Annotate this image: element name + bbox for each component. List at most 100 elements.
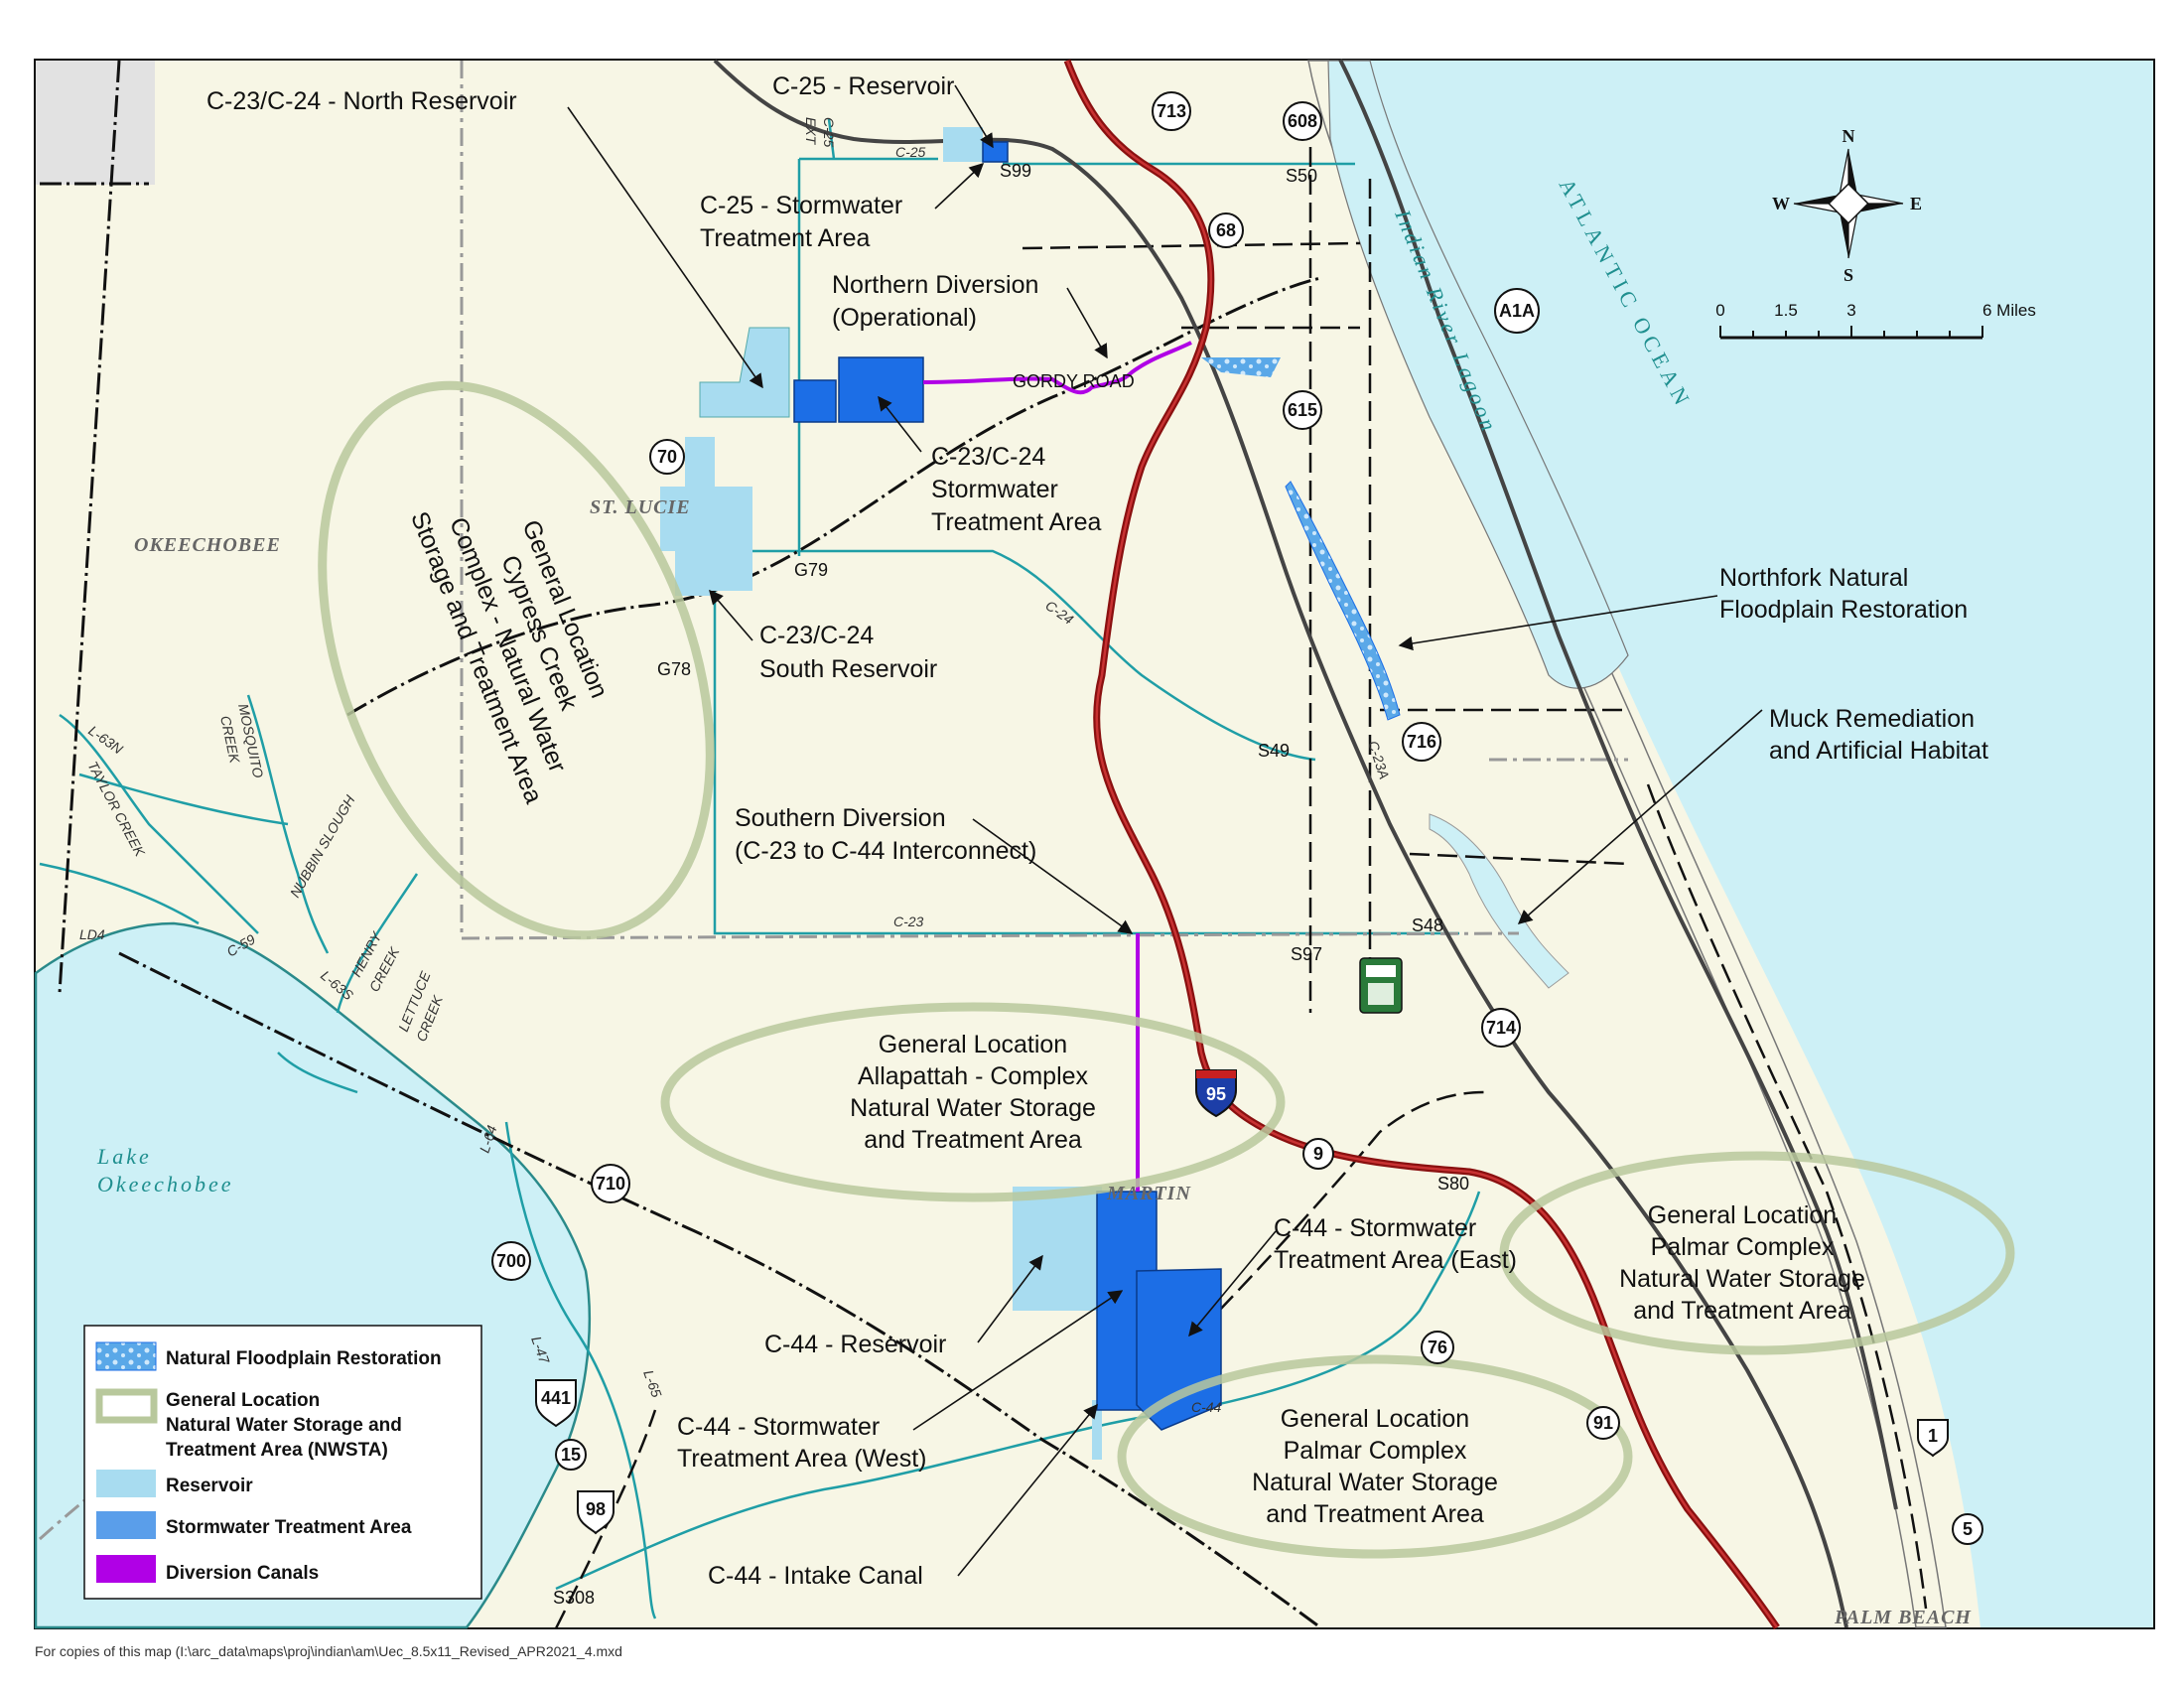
c25-reservoir: [943, 127, 983, 162]
route-716-shield: 716: [1402, 722, 1441, 762]
footer-path-note: For copies of this map (I:\arc_data\maps…: [35, 1643, 622, 1659]
label-c44-sta-west-1: C-44 - Stormwater: [677, 1413, 880, 1441]
legend-label-0: Natural Floodplain Restoration: [166, 1348, 442, 1369]
county-okeechobee: OKEECHOBEE: [134, 534, 281, 556]
route-5-shield: 5: [1952, 1513, 1983, 1545]
legend-label-1: General Location: [166, 1390, 320, 1411]
station-s97: S97: [1291, 944, 1322, 964]
label-northern-div-2: (Operational): [832, 304, 977, 332]
legend-label-3: Treatment Area (NWSTA): [166, 1440, 388, 1461]
scale-bar: 0 1.5 3 6 Miles: [1715, 301, 2036, 340]
label-northern-div-1: Northern Diversion: [832, 271, 1038, 299]
reservoir-swatch: [96, 1470, 156, 1497]
route-441-shield: 441: [535, 1379, 577, 1428]
county-boundaries: [38, 61, 1628, 1541]
label-lake-2: Okeechobee: [97, 1172, 233, 1196]
route-a1a-shield: A1A: [1494, 288, 1540, 334]
nwsta-palmar-east-outline: [1499, 1151, 2015, 1355]
northfork-floodplain-2: [1201, 357, 1281, 377]
svg-text:9: 9: [1313, 1144, 1323, 1164]
label-allapattah-4: and Treatment Area: [864, 1126, 1082, 1154]
label-c44-sta-east-1: C-44 - Stormwater: [1274, 1214, 1476, 1242]
leader-lines: [567, 84, 1763, 1577]
label-c23c24-north: C-23/C-24 - North Reservoir: [206, 87, 517, 115]
svg-text:1: 1: [1928, 1426, 1938, 1446]
label-c25-sta-2: Treatment Area: [700, 224, 870, 252]
svg-text:5: 5: [1963, 1519, 1973, 1539]
label-c25-sta-1: C-25 - Stormwater: [700, 192, 902, 219]
svg-text:608: 608: [1288, 111, 1317, 131]
label-c44-sta-east-2: Treatment Area (East): [1274, 1246, 1517, 1274]
county-palm-beach: PALM BEACH: [1834, 1607, 1972, 1628]
diversion-swatch: [96, 1555, 156, 1583]
county-st-lucie: ST. LUCIE: [590, 496, 691, 518]
svg-text:95: 95: [1206, 1084, 1226, 1104]
canal-c25ext-1: C-25: [821, 117, 837, 148]
label-c23c24-sta-1: C-23/C-24: [931, 443, 1045, 471]
county-martin: MARTIN: [1106, 1183, 1191, 1204]
svg-text:713: 713: [1157, 101, 1186, 121]
c25-sta: [982, 141, 1009, 163]
svg-text:441: 441: [541, 1388, 571, 1408]
route-615-shield: 615: [1283, 390, 1322, 430]
route-15-shield: 15: [555, 1439, 587, 1471]
northern-diversion-canal: [922, 341, 1192, 395]
svg-text:A1A: A1A: [1499, 301, 1535, 321]
route-76-shield: 76: [1421, 1331, 1454, 1364]
c23c24-sta-west: [793, 379, 837, 423]
canal-c25: C-25: [895, 144, 926, 160]
interstate-95: [1063, 59, 1780, 1629]
label-c23c24-south-1: C-23/C-24: [759, 622, 874, 649]
label-palmar-east-2: Palmar Complex: [1651, 1233, 1835, 1261]
scale-tick-1: 1.5: [1774, 301, 1798, 320]
svg-text:710: 710: [596, 1174, 625, 1194]
svg-text:98: 98: [586, 1499, 606, 1519]
route-1-shield: 1: [1917, 1419, 1949, 1458]
label-palmar-west-3: Natural Water Storage: [1252, 1469, 1498, 1496]
svg-text:91: 91: [1593, 1413, 1613, 1433]
north-arrow-icon: N S E W: [1772, 126, 1922, 285]
label-allapattah-3: Natural Water Storage: [850, 1094, 1096, 1122]
compass-s: S: [1843, 265, 1853, 285]
label-muck-1: Muck Remediation: [1769, 705, 1975, 733]
c44-reservoir: [1013, 1187, 1102, 1311]
st-lucie-estuary: [1429, 813, 1570, 989]
stations: S99 S50 G79 G78 S49 S48 S97 S80 S308: [553, 161, 1469, 1608]
label-gordy-road: GORDY ROAD: [1013, 371, 1135, 391]
route-714-shield: 714: [1481, 1008, 1521, 1048]
station-g78: G78: [657, 659, 691, 679]
label-palmar-east-1: General Location: [1648, 1201, 1837, 1229]
label-c23c24-sta-2: Stormwater: [931, 476, 1058, 503]
label-lake-1: Lake: [96, 1144, 152, 1169]
label-palmar-east-3: Natural Water Storage: [1619, 1265, 1865, 1293]
route-713-shield: 713: [1152, 91, 1191, 131]
station-s48: S48: [1412, 915, 1443, 935]
label-southern-div-2: (C-23 to C-44 Interconnect): [735, 837, 1036, 865]
sta-swatch: [96, 1511, 156, 1539]
label-northfork-2: Floodplain Restoration: [1719, 596, 1968, 624]
nwsta-allapattah-outline: [660, 1002, 1286, 1202]
railroads: [40, 60, 1321, 1629]
label-c44-reservoir: C-44 - Reservoir: [764, 1331, 946, 1358]
legend-label-4: Reservoir: [166, 1476, 253, 1496]
scale-tick-2: 3: [1846, 301, 1855, 320]
c23c24-sta-east: [838, 356, 924, 423]
northfork-floodplain: [1285, 481, 1401, 721]
route-608-shield: 608: [1283, 101, 1322, 141]
svg-text:700: 700: [496, 1251, 526, 1271]
label-muck-2: and Artificial Habitat: [1769, 737, 1988, 765]
label-c44-intake: C-44 - Intake Canal: [708, 1562, 923, 1590]
interstate-95-shield: 95: [1195, 1069, 1237, 1118]
route-98-shield: 98: [577, 1490, 614, 1535]
label-c23c24-sta-3: Treatment Area: [931, 508, 1101, 536]
turnpike-icon: [1359, 957, 1403, 1014]
legend: Natural Floodplain Restoration General L…: [83, 1325, 482, 1600]
svg-text:714: 714: [1486, 1018, 1516, 1038]
route-68-shield: 68: [1208, 212, 1244, 248]
canal-c23: C-23: [893, 914, 924, 929]
compass-n: N: [1843, 126, 1855, 146]
label-allapattah-2: Allapattah - Complex: [858, 1062, 1089, 1090]
route-91-shield: 91: [1586, 1406, 1620, 1440]
station-g79: G79: [794, 560, 828, 580]
